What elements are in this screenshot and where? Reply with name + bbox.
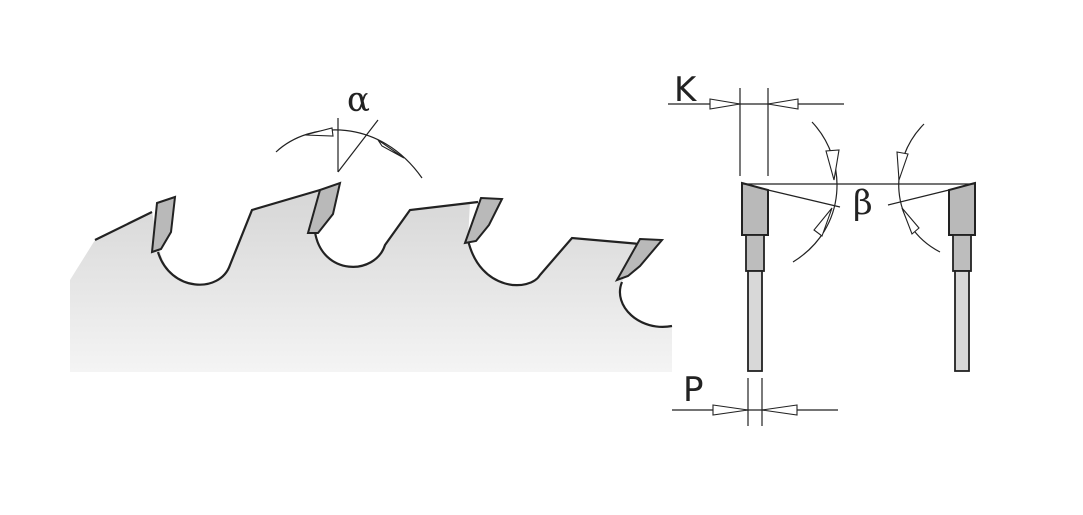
beta-arrow-4 [901, 207, 920, 235]
hook-arrow-right [377, 139, 405, 159]
tooth-tip-4 [614, 237, 665, 282]
plate-arrow-right [761, 404, 798, 416]
hook-arrow-left [304, 127, 334, 137]
tooth-tip-3 [463, 196, 504, 245]
blade-body [70, 190, 672, 372]
side-tip-right [948, 181, 976, 236]
beta-arrow-2 [813, 207, 833, 237]
hook-angle-marker: α [275, 80, 423, 179]
plate-label: P [683, 370, 704, 410]
side-plate-left [747, 270, 763, 372]
kerf-label: K [674, 70, 698, 110]
side-view: K P β [668, 70, 976, 426]
tooth-tip-1 [150, 195, 177, 254]
plate-arrow-left [712, 404, 749, 416]
hook-angle-label: α [347, 80, 370, 120]
beta-arrow-1 [825, 149, 840, 181]
kerf-arrow-right [767, 98, 799, 110]
side-tip-left [741, 181, 769, 236]
beta-arrow-3 [896, 151, 909, 181]
side-body-right [952, 234, 972, 272]
tooth-tip-2 [306, 181, 342, 234]
side-plate-right [954, 270, 970, 372]
blade-profile [70, 181, 673, 372]
side-body-left [745, 234, 765, 272]
kerf-arrow-left [709, 98, 741, 110]
clearance-angle-label: β [853, 183, 873, 223]
blade-outline [94, 188, 673, 328]
